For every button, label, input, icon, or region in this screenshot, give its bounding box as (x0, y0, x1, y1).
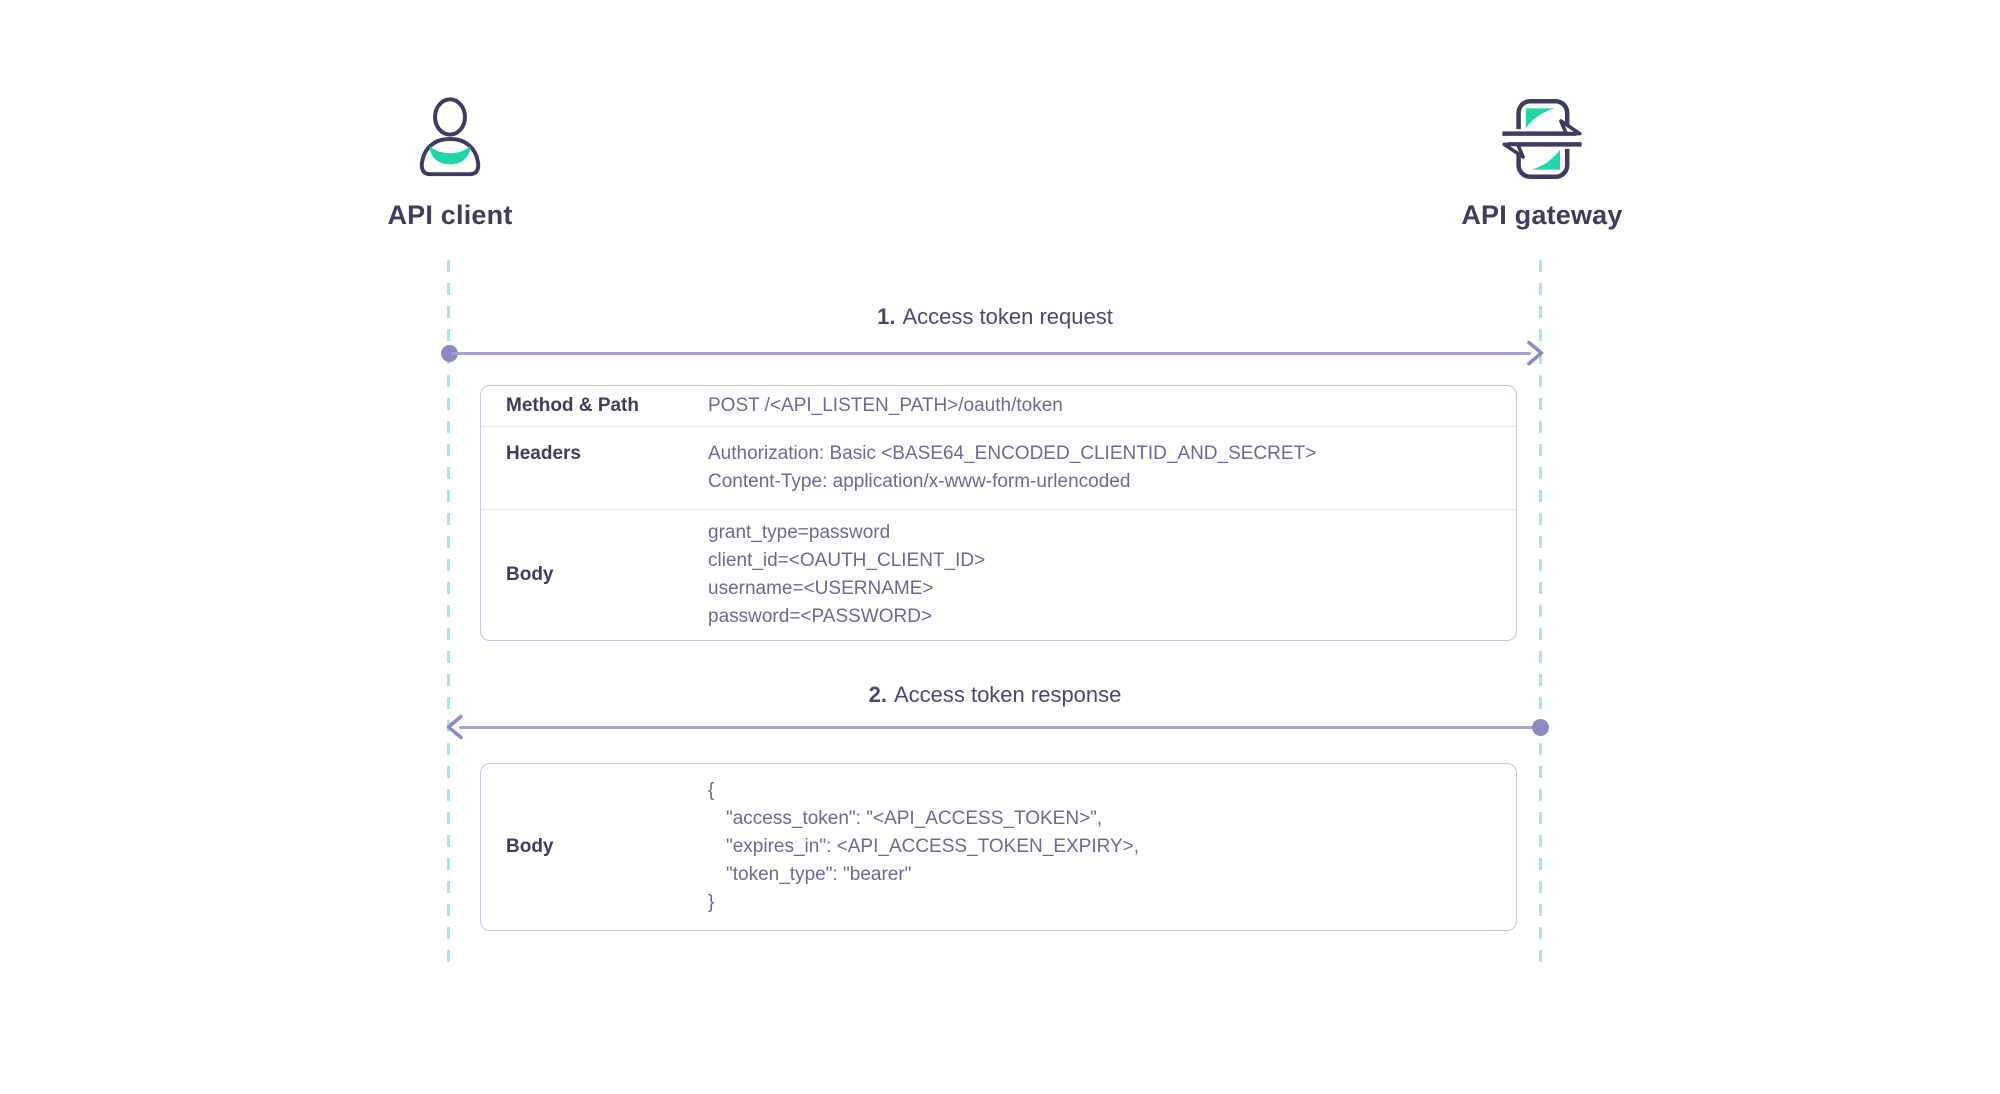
gateway-sync-icon (1497, 92, 1587, 184)
value-line: username=<USERNAME> (708, 578, 934, 599)
message-1-number: 1. (877, 304, 896, 329)
arrow-origin-dot (441, 344, 458, 362)
value-line: "access_token": "<API_ACCESS_TOKEN>", (726, 808, 1103, 829)
value-line: Authorization: Basic <BASE64_ENCODED_CLI… (708, 443, 1317, 464)
message-1-text: Access token request (902, 304, 1113, 329)
message-1-label: 1.Access token request (449, 303, 1541, 330)
value-line: grant_type=password (708, 522, 891, 543)
row-label: Body (506, 836, 554, 857)
actor-name-api-gateway: API gateway (1461, 200, 1623, 230)
row-value: Authorization: Basic <BASE64_ENCODED_CLI… (708, 440, 1516, 496)
lifeline-api-gateway (1539, 260, 1542, 962)
table-row-method-path: Method & Path POST /<API_LISTEN_PATH>/oa… (481, 386, 1516, 427)
message-2-arrow (446, 714, 1549, 740)
arrow-head-right-icon (1527, 340, 1544, 366)
value-line: client_id=<OAUTH_CLIENT_ID> (708, 550, 986, 571)
arrow-line (451, 351, 1531, 355)
row-label: Method & Path (506, 395, 639, 416)
message-2-number: 2. (868, 682, 887, 707)
lifeline-api-client (447, 260, 450, 962)
arrow-line (459, 725, 1539, 729)
value-line: "token_type": "bearer" (726, 864, 912, 885)
row-label: Headers (506, 443, 581, 464)
actor-api-client: API client (300, 92, 600, 231)
row-value: grant_type=password client_id=<OAUTH_CLI… (708, 519, 1516, 631)
table-row-body: Body { "access_token": "<API_ACCESS_TOKE… (481, 764, 1516, 930)
table-row-headers: Headers Authorization: Basic <BASE64_ENC… (481, 427, 1516, 510)
message-2-label: 2.Access token response (449, 681, 1541, 708)
row-value: { "access_token": "<API_ACCESS_TOKEN>", … (708, 777, 1516, 917)
value-line: "expires_in": <API_ACCESS_TOKEN_EXPIRY>, (726, 836, 1140, 857)
table-row-body: Body grant_type=password client_id=<OAUT… (481, 510, 1516, 640)
actor-name-api-client: API client (387, 200, 513, 230)
response-table: Body { "access_token": "<API_ACCESS_TOKE… (480, 763, 1517, 931)
actor-api-gateway: API gateway (1392, 92, 1692, 231)
arrow-origin-dot (1532, 718, 1549, 736)
value-line: } (708, 892, 715, 913)
message-2-text: Access token response (893, 682, 1122, 707)
value-line: password=<PASSWORD> (708, 606, 933, 627)
row-value: POST /<API_LISTEN_PATH>/oauth/token (708, 392, 1516, 420)
row-label: Body (506, 564, 554, 585)
value-line: { (708, 780, 715, 801)
value-line: POST /<API_LISTEN_PATH>/oauth/token (708, 395, 1063, 416)
value-line: Content-Type: application/x-www-form-url… (708, 471, 1131, 492)
message-1-arrow (441, 340, 1544, 366)
arrow-head-left-icon (446, 714, 463, 740)
request-table: Method & Path POST /<API_LISTEN_PATH>/oa… (480, 385, 1517, 641)
user-icon (406, 92, 494, 184)
